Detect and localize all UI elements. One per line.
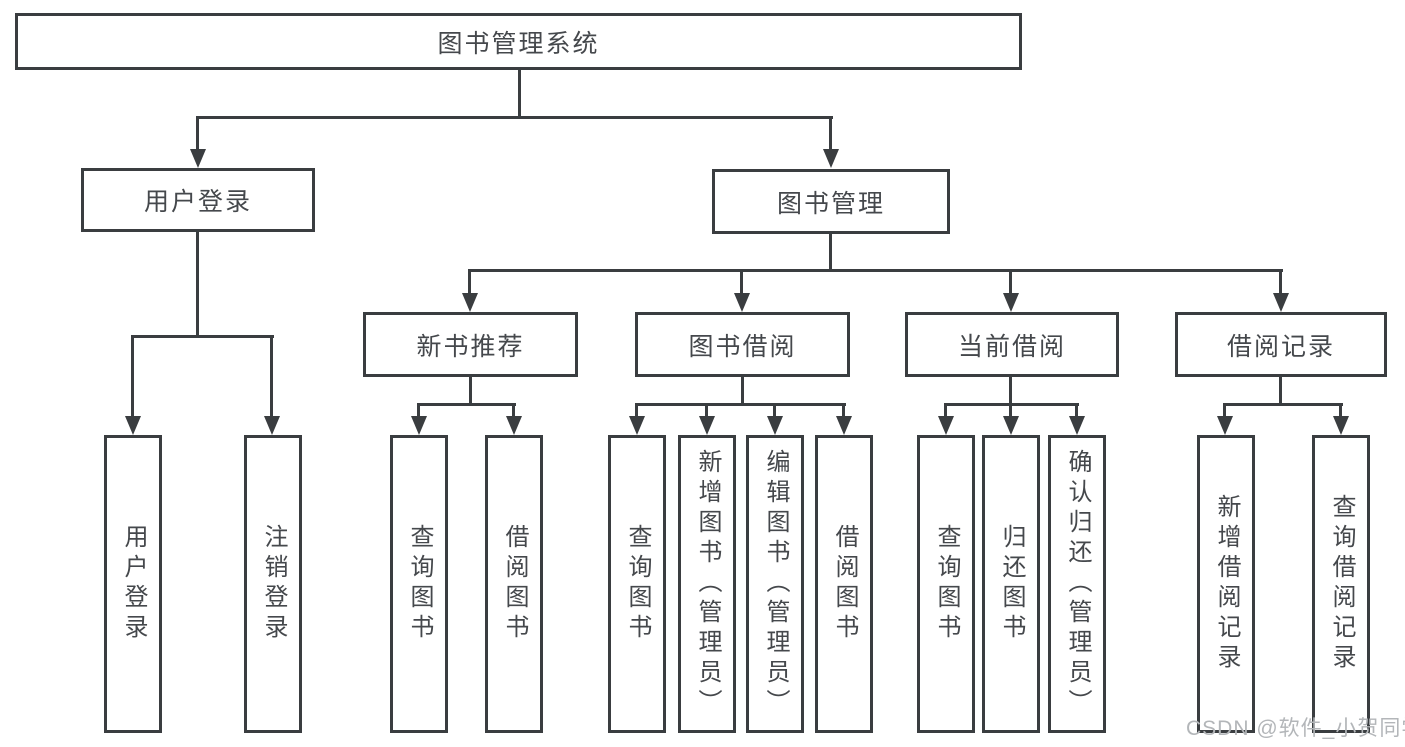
connector-line-horizontal — [417, 403, 516, 406]
node-label: 新增图书（管理员） — [694, 449, 721, 719]
leaf-query-books: 查询图书 — [390, 435, 448, 733]
leaf-return-books: 归还图书 — [982, 435, 1040, 733]
leaf-query-books: 查询图书 — [608, 435, 666, 733]
arrow-down-icon — [512, 403, 515, 418]
arrow-down-icon — [270, 335, 273, 418]
node-label: 借阅图书 — [831, 524, 858, 644]
node-label: 注销登录 — [260, 524, 287, 644]
arrow-down-icon — [740, 269, 743, 295]
node-label: 用户登录 — [143, 188, 252, 216]
leaf-user-login: 用户登录 — [104, 435, 162, 733]
connector-line-vertical — [741, 377, 744, 406]
leaf-add-borrow-record: 新增借阅记录 — [1197, 435, 1255, 733]
node-label: 查询图书 — [624, 524, 651, 644]
arrow-down-icon — [705, 403, 708, 418]
connector-line-vertical — [469, 377, 472, 406]
arrow-down-icon — [1009, 269, 1012, 295]
leaf-query-borrow-record: 查询借阅记录 — [1312, 435, 1370, 733]
arrow-down-icon — [829, 116, 832, 151]
watermark-text: CSDN @软件_小贺同学 — [1186, 717, 1405, 740]
connector-line-vertical — [196, 232, 199, 338]
node-new-book-recommend: 新书推荐 — [363, 312, 578, 377]
node-label: 图书借阅 — [688, 332, 797, 361]
connector-line-vertical — [1009, 377, 1012, 406]
node-label: 编辑图书（管理员） — [762, 449, 789, 719]
node-label: 借阅记录 — [1226, 332, 1335, 361]
connector-line-horizontal — [1223, 403, 1343, 406]
node-label: 图书管理 — [776, 189, 885, 218]
arrow-down-icon — [635, 403, 638, 418]
connector-line-horizontal — [469, 269, 1283, 272]
node-label: 查询图书 — [933, 524, 960, 644]
node-book-borrowing: 图书借阅 — [635, 312, 850, 377]
arrow-down-icon — [773, 403, 776, 418]
node-borrowing-records: 借阅记录 — [1175, 312, 1387, 377]
arrow-down-icon — [417, 403, 420, 418]
arrow-down-icon — [131, 335, 134, 418]
connector-line-vertical — [829, 234, 832, 272]
connector-line-vertical — [518, 69, 521, 118]
leaf-query-books: 查询图书 — [917, 435, 975, 733]
node-label: 图书管理系统 — [437, 29, 600, 58]
leaf-add-books-admin: 新增图书（管理员） — [678, 435, 736, 733]
arrow-down-icon — [842, 403, 845, 418]
arrow-down-icon — [1075, 403, 1078, 418]
arrow-down-icon — [1009, 403, 1012, 418]
node-label: 查询借阅记录 — [1328, 494, 1355, 674]
leaf-confirm-return-admin: 确认归还（管理员） — [1048, 435, 1106, 733]
node-label: 确认归还（管理员） — [1064, 449, 1091, 719]
arrow-down-icon — [944, 403, 947, 418]
node-current-borrowing: 当前借阅 — [905, 312, 1119, 377]
leaf-logout: 注销登录 — [244, 435, 302, 733]
node-book-management: 图书管理 — [712, 169, 950, 234]
node-user-login: 用户登录 — [81, 168, 315, 232]
connector-line-vertical — [1279, 377, 1282, 406]
node-label: 当前借阅 — [957, 332, 1066, 361]
connector-line-horizontal — [196, 116, 833, 119]
leaf-borrow-books: 借阅图书 — [485, 435, 543, 733]
arrow-down-icon — [468, 269, 471, 295]
connector-line-horizontal — [132, 335, 274, 338]
leaf-borrow-books: 借阅图书 — [815, 435, 873, 733]
arrow-down-icon — [1339, 403, 1342, 418]
node-label: 查询图书 — [406, 524, 433, 644]
connector-line-horizontal — [635, 403, 846, 406]
node-label: 新书推荐 — [416, 332, 525, 361]
arrow-down-icon — [196, 116, 199, 151]
node-label: 借阅图书 — [501, 524, 528, 644]
node-label: 归还图书 — [998, 524, 1025, 644]
node-label: 用户登录 — [120, 524, 147, 644]
arrow-down-icon — [1279, 269, 1282, 295]
arrow-down-icon — [1223, 403, 1226, 418]
leaf-edit-books-admin: 编辑图书（管理员） — [746, 435, 804, 733]
node-library-system: 图书管理系统 — [15, 13, 1022, 70]
node-label: 新增借阅记录 — [1213, 494, 1240, 674]
